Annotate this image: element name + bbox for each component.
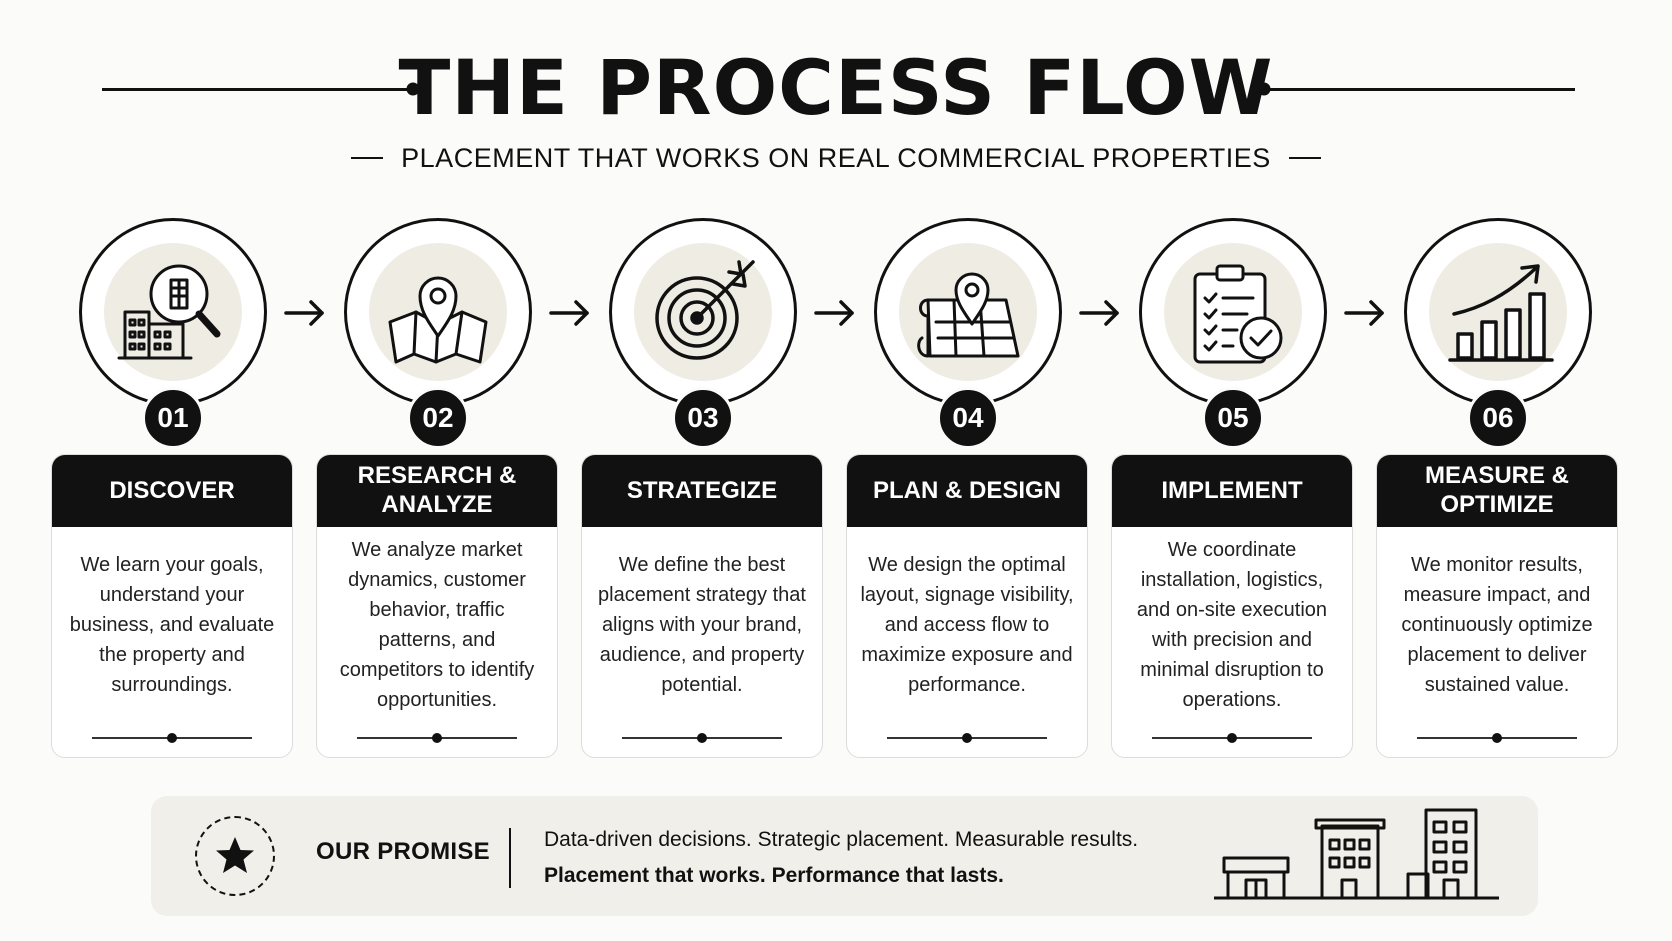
star-icon [216, 837, 254, 873]
step-card: DISCOVER We learn your goals, understand… [51, 454, 293, 758]
map-pin-icon [388, 276, 488, 364]
step-icon-circle [609, 218, 797, 406]
step-card: PLAN & DESIGN We design the optimal layo… [846, 454, 1088, 758]
step-number-badge: 02 [407, 387, 469, 449]
step-description: We design the optimal layout, signage vi… [860, 554, 1074, 696]
step-description: We monitor results, measure impact, and … [1401, 554, 1593, 696]
step-icon-circle [344, 218, 532, 406]
step-title: STRATEGIZE [582, 455, 822, 527]
step-number-badge: 03 [672, 387, 734, 449]
step-title: RESEARCH & ANALYZE [317, 455, 557, 527]
arrow-right-icon [284, 300, 324, 326]
title-rule-dot-left [406, 82, 420, 96]
promise-banner: OUR PROMISE Data-driven decisions. Strat… [151, 796, 1538, 916]
subtitle-dash-right [1288, 157, 1321, 159]
promise-line-1: Data-driven decisions. Strategic placeme… [544, 828, 1139, 851]
title-rule-dot-right [1257, 82, 1271, 96]
card-divider [1152, 733, 1312, 743]
arrow-right-icon [1344, 300, 1384, 326]
step-description: We learn your goals, understand your bus… [69, 554, 275, 696]
subtitle-row: PLACEMENT THAT WORKS ON REAL COMMERCIAL … [0, 138, 1672, 178]
card-divider [622, 733, 782, 743]
step-number-badge: 04 [937, 387, 999, 449]
promise-badge [195, 816, 275, 896]
step-icon-circle [79, 218, 267, 406]
step-title: PLAN & DESIGN [847, 455, 1087, 527]
step-card: STRATEGIZE We define the best placement … [581, 454, 823, 758]
arrow-right-icon [814, 300, 854, 326]
step-icon-circle [1404, 218, 1592, 406]
title-rule-right [1265, 88, 1575, 91]
target-arrow-icon [655, 260, 755, 360]
step-measure-optimize: 06 MEASURE & OPTIMIZE We monitor results… [1376, 218, 1618, 758]
page-title: THE PROCESS FLOW [398, 43, 1274, 132]
promise-divider [509, 828, 511, 888]
promise-line-2: Placement that works. Performance that l… [544, 864, 1004, 887]
step-card: RESEARCH & ANALYZE We analyze market dyn… [316, 454, 558, 758]
step-icon-circle [1139, 218, 1327, 406]
step-description: We analyze market dynamics, customer beh… [339, 539, 535, 711]
card-divider [887, 733, 1047, 743]
building-magnifier-icon [117, 264, 221, 360]
clipboard-check-icon [1193, 264, 1283, 364]
step-research-analyze: 02 RESEARCH & ANALYZE We analyze market … [316, 218, 558, 758]
step-strategize: 03 STRATEGIZE We define the best placeme… [581, 218, 823, 758]
step-plan-design: 04 PLAN & DESIGN We design the optimal l… [846, 218, 1088, 758]
step-number-badge: 05 [1202, 387, 1264, 449]
step-discover: 01 DISCOVER We learn your goals, underst… [51, 218, 293, 758]
card-divider [1417, 733, 1577, 743]
growth-chart-icon [1448, 264, 1554, 362]
card-divider [92, 733, 252, 743]
step-description: We coordinate installation, logistics, a… [1136, 539, 1328, 711]
step-card: MEASURE & OPTIMIZE We monitor results, m… [1376, 454, 1618, 758]
step-implement: 05 IMPLEMENT We coordinate installation,… [1111, 218, 1353, 758]
step-icon-circle [874, 218, 1062, 406]
arrow-right-icon [549, 300, 589, 326]
subtitle-dash-left [351, 157, 384, 159]
step-title: MEASURE & OPTIMIZE [1377, 455, 1617, 527]
arrow-right-icon [1079, 300, 1119, 326]
blueprint-pin-icon [917, 272, 1020, 358]
step-description: We define the best placement strategy th… [598, 554, 806, 696]
title-row: THE PROCESS FLOW [0, 38, 1672, 138]
page-subtitle: PLACEMENT THAT WORKS ON REAL COMMERCIAL … [401, 142, 1271, 173]
step-card: IMPLEMENT We coordinate installation, lo… [1111, 454, 1353, 758]
step-number-badge: 06 [1467, 387, 1529, 449]
title-rule-left [102, 88, 412, 91]
step-number-badge: 01 [142, 387, 204, 449]
promise-label: OUR PROMISE [316, 838, 490, 865]
step-title: DISCOVER [52, 455, 292, 527]
buildings-icon [1214, 808, 1499, 900]
step-title: IMPLEMENT [1112, 455, 1352, 527]
card-divider [357, 733, 517, 743]
